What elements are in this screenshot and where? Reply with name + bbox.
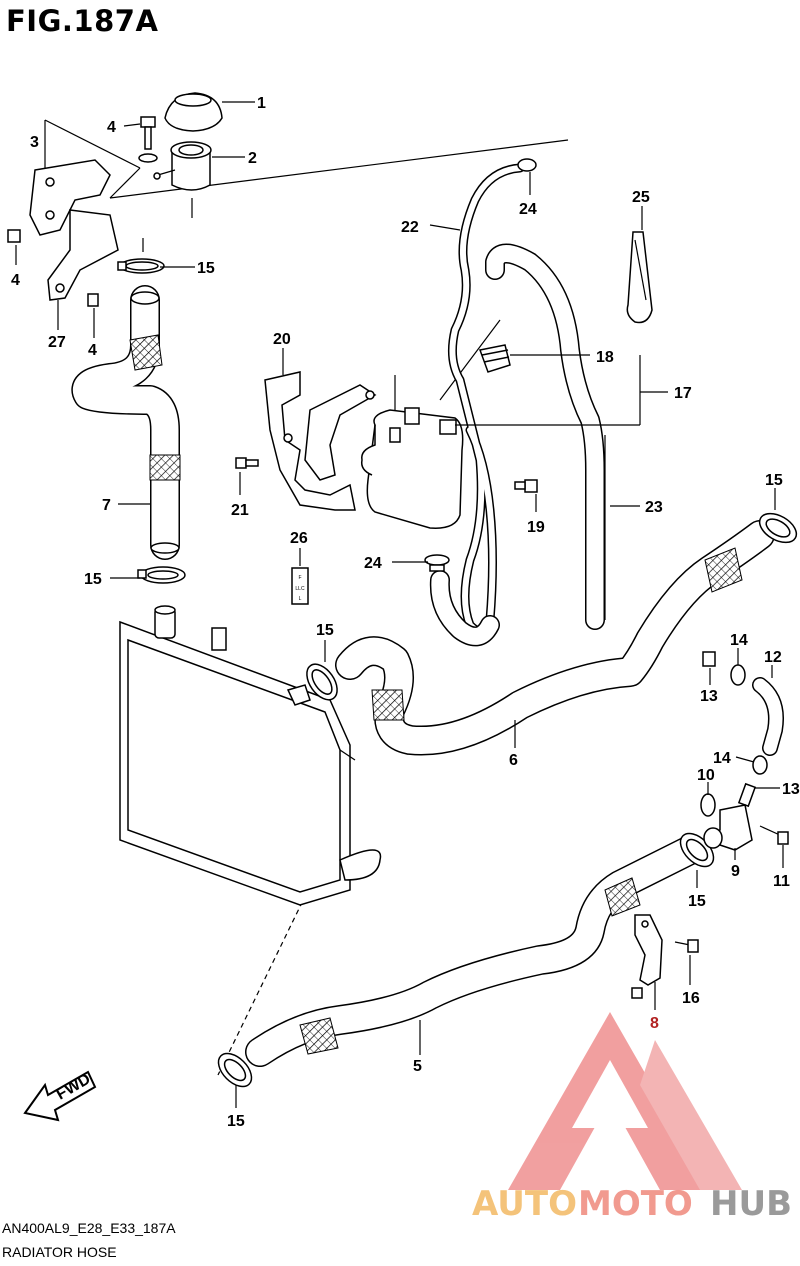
fwd-arrow: FWD xyxy=(23,1071,97,1122)
part-number-8: 8 xyxy=(650,1015,659,1032)
part-number-27: 27 xyxy=(48,334,66,351)
part-number-3: 3 xyxy=(30,134,39,151)
filler-neck xyxy=(153,141,212,191)
hose-5 xyxy=(245,835,705,1067)
watermark-hub: HUB xyxy=(710,1184,792,1224)
hose-holder-25 xyxy=(626,231,653,324)
model-code: AN400AL9_E28_E33_187A xyxy=(2,1220,176,1236)
part-number-14-top: 14 xyxy=(730,632,748,649)
part-number-21: 21 xyxy=(231,502,249,519)
caution-label: F LLC L xyxy=(291,567,309,605)
clamp-14b xyxy=(752,755,768,775)
caution-label-line-1: F xyxy=(298,575,301,581)
watermark-logo xyxy=(508,1012,742,1190)
part-number-10: 10 xyxy=(697,767,715,784)
part-number-20: 20 xyxy=(273,331,291,348)
part-number-23: 23 xyxy=(645,499,663,516)
part-number-25: 25 xyxy=(632,189,650,206)
part-number-15-b: 15 xyxy=(84,571,102,588)
hose-clamp-15b xyxy=(137,566,186,584)
reservoir-bracket xyxy=(264,371,377,511)
radiator xyxy=(119,605,382,906)
hose-6 xyxy=(335,520,775,756)
bolt-16 xyxy=(674,939,699,953)
part-number-19: 19 xyxy=(527,519,545,536)
coolant-reservoir xyxy=(360,407,464,529)
bolt-4-top xyxy=(138,116,158,163)
hose-clamp-15d xyxy=(758,512,798,544)
hose-clamp-15a xyxy=(117,258,165,274)
watermark-auto: AUTO xyxy=(472,1184,577,1224)
clamp-14a xyxy=(730,664,746,686)
part-number-15-d: 15 xyxy=(765,472,783,489)
hose-22 xyxy=(447,163,525,636)
part-number-15-e: 15 xyxy=(688,893,706,910)
watermark-text: AUTO MOTO HUB xyxy=(472,1184,792,1224)
part-number-4-left: 4 xyxy=(11,272,20,289)
part-number-26: 26 xyxy=(290,530,308,547)
o-ring-10 xyxy=(700,793,716,817)
part-number-13-right: 13 xyxy=(782,781,800,798)
caution-label-line-2: LLC xyxy=(295,586,305,592)
clip-24a xyxy=(517,158,537,172)
part-number-5: 5 xyxy=(413,1058,422,1075)
bolt-13a xyxy=(702,651,716,667)
part-number-22: 22 xyxy=(401,219,419,236)
part-number-13-top: 13 xyxy=(700,688,718,705)
part-number-7: 7 xyxy=(102,497,111,514)
radiator-cap xyxy=(164,92,223,132)
figure-title: FIG.187A xyxy=(6,4,159,38)
reservoir-cap xyxy=(478,344,511,373)
part-number-15-f: 15 xyxy=(227,1113,245,1130)
bolt-19 xyxy=(514,479,538,493)
part-number-14-mid: 14 xyxy=(713,750,731,767)
bolt-21 xyxy=(235,457,259,469)
part-number-15-a: 15 xyxy=(197,260,215,277)
caution-label-line-3: L xyxy=(299,596,302,602)
part-number-12: 12 xyxy=(764,649,782,666)
part-number-9: 9 xyxy=(731,863,740,880)
part-number-17: 17 xyxy=(674,385,692,402)
part-numbers: 1 2 3 4 4 4 5 6 7 8 9 10 11 12 13 13 14 … xyxy=(11,95,800,1130)
mounting-bracket xyxy=(7,159,119,307)
part-number-2: 2 xyxy=(248,150,257,167)
watermark-moto: MOTO xyxy=(578,1184,693,1224)
part-number-4-top: 4 xyxy=(107,119,116,136)
hose-clamp-15c xyxy=(306,663,338,701)
part-number-1: 1 xyxy=(257,95,266,112)
clip-24b xyxy=(424,554,450,572)
joint-9 xyxy=(703,804,753,851)
part-number-6: 6 xyxy=(509,752,518,769)
bracket-8 xyxy=(631,914,663,999)
part-number-16: 16 xyxy=(682,990,700,1007)
reservoir-hose xyxy=(429,243,605,647)
part-number-11: 11 xyxy=(773,873,790,890)
hose-12 xyxy=(752,677,784,756)
bolt-11 xyxy=(759,825,789,845)
part-number-4-bracket: 4 xyxy=(88,342,97,359)
part-number-24-bottom: 24 xyxy=(364,555,382,572)
figure-caption: RADIATOR HOSE xyxy=(2,1244,117,1260)
part-number-15-c: 15 xyxy=(316,622,334,639)
leader-lines xyxy=(15,101,784,1108)
part-number-18: 18 xyxy=(596,349,614,366)
hose-7 xyxy=(71,285,181,560)
part-number-24-top: 24 xyxy=(519,201,537,218)
union-13b xyxy=(737,782,757,808)
hose-clamp-15e xyxy=(217,1052,253,1088)
